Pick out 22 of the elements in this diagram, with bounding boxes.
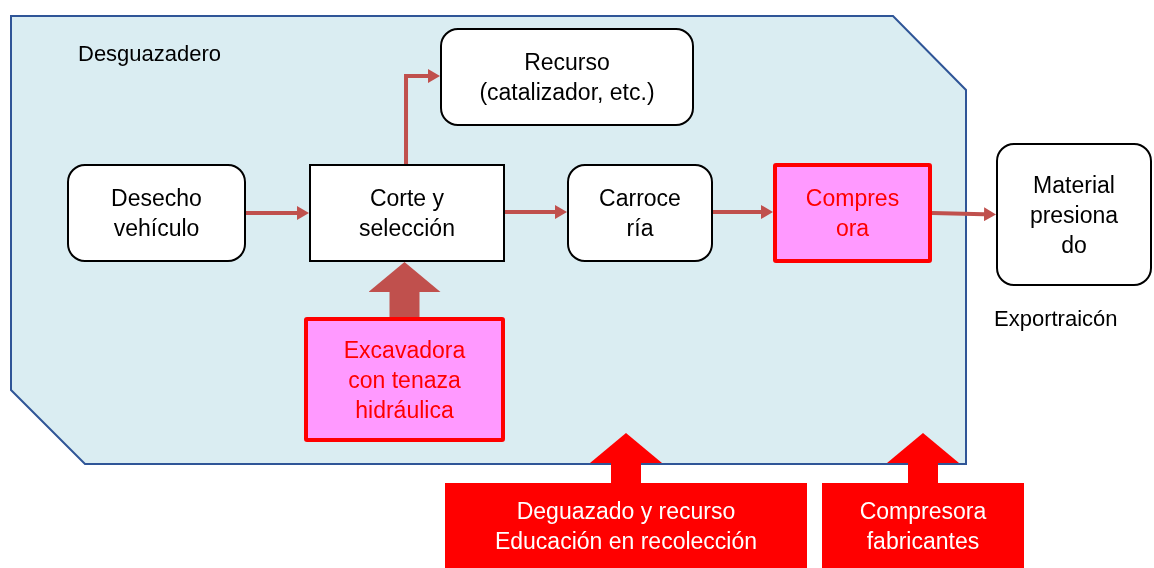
equipment-box: Excavadora con tenaza hidráulica <box>304 317 505 442</box>
scrapyard-area <box>10 15 967 465</box>
block-arrow <box>590 433 662 483</box>
block-arrow <box>368 262 441 317</box>
block-arrow <box>887 433 959 483</box>
arrow <box>713 205 773 219</box>
callout-text: Deguazado y recurso <box>516 496 736 526</box>
process-box: Desecho vehículo <box>67 164 246 262</box>
process-box: Corte y selección <box>309 164 505 262</box>
arrow <box>246 206 309 220</box>
process-box: Recurso (catalizador, etc.) <box>440 28 694 126</box>
arrow <box>505 205 567 219</box>
area-title: Desguazadero <box>78 40 222 68</box>
node-caption: Exportraicón <box>994 305 1118 333</box>
equipment-box: Compres ora <box>773 163 932 263</box>
callout-text: Educación en recolección <box>494 526 758 556</box>
process-box: Material presiona do <box>996 143 1152 286</box>
arrow <box>404 69 440 164</box>
callout-box: Compresora fabricantes <box>822 483 1024 568</box>
callout-box <box>445 483 807 568</box>
arrow <box>931 207 996 222</box>
process-box: Carroce ría <box>567 164 713 262</box>
